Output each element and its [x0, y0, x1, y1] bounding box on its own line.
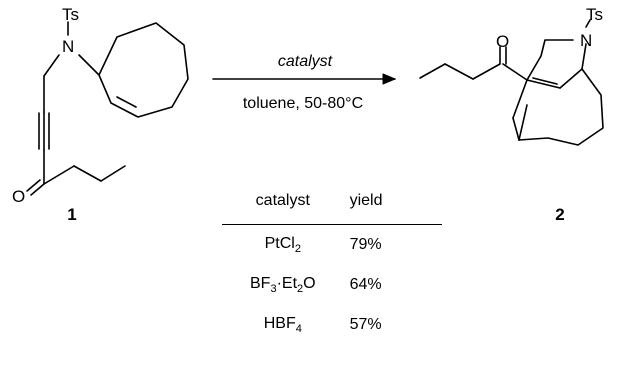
conditions-label: toluene, 50-80°C [243, 95, 363, 112]
product-nitrogen-label: N [580, 31, 592, 50]
column-header-catalyst: catalyst [255, 192, 310, 209]
compound-number-2: 2 [555, 205, 564, 224]
compound-number-1: 1 [67, 205, 76, 224]
starting-material-structure [26, 21, 189, 196]
yield-cell: 79% [349, 236, 382, 253]
oxygen-label: O [12, 187, 25, 206]
catalyst-yield-table: catalyst yield PtCl2 79% BF3·Et2O 64% HB… [222, 192, 442, 345]
yield-cell: 64% [349, 276, 382, 293]
nitrogen-label: N [62, 37, 74, 56]
column-header-yield: yield [349, 192, 383, 209]
reaction-arrow [212, 73, 396, 85]
table-row: PtCl2 79% [222, 225, 442, 265]
product-ts-group-label: Ts [586, 5, 603, 24]
product-structure [419, 19, 604, 146]
catalyst-cell: BF3·Et2O [249, 274, 316, 296]
catalyst-cell: PtCl2 [264, 234, 301, 256]
catalyst-cell: HBF4 [263, 314, 302, 336]
reagent-label: catalyst [278, 53, 333, 70]
yield-cell: 57% [349, 316, 382, 333]
table-row: HBF4 57% [222, 305, 442, 345]
table-row: BF3·Et2O 64% [222, 265, 442, 305]
table-header-row: catalyst yield [222, 192, 442, 225]
product-oxygen-label: O [496, 32, 509, 51]
ts-group-label: Ts [62, 5, 79, 24]
